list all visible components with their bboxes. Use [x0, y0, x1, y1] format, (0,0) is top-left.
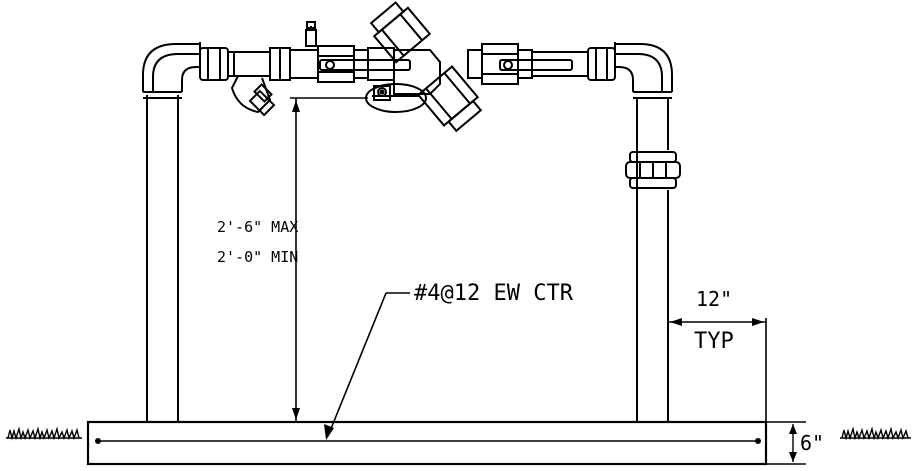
rebar-end-dot: [755, 438, 761, 444]
horizontal-pipe-right: [532, 47, 616, 81]
slab-thickness-dimension: [766, 421, 806, 465]
right-riser-pipe: [633, 91, 672, 422]
height-dimension: [290, 97, 368, 422]
grass-icon: [840, 426, 911, 441]
horizontal-pipe-left: [199, 47, 234, 81]
height-min-label: 2'-0" MIN: [217, 248, 298, 266]
ball-valve-right: [467, 43, 573, 85]
rebar-leader: [324, 292, 410, 440]
slab-thickness-label: 6": [800, 431, 824, 455]
concrete-slab: [86, 420, 768, 466]
test-cock: [305, 29, 317, 47]
rebar-end-dot: [95, 438, 101, 444]
left-riser-pipe: [143, 91, 182, 422]
offset-value-label: 12": [696, 287, 732, 311]
rebar-callout: #4@12 EW CTR: [414, 281, 574, 306]
right-elbow-fitting: [614, 42, 673, 92]
grass-icon: [6, 426, 82, 441]
ball-valve-left: [289, 21, 411, 83]
pipe-union: [625, 151, 681, 189]
wye-strainer: [230, 47, 291, 117]
valve-handle: [319, 59, 411, 71]
left-elbow-fitting: [142, 42, 201, 92]
offset-dimension: [668, 318, 767, 422]
height-max-label: 2'-6" MAX: [217, 218, 298, 236]
offset-note-label: TYP: [694, 329, 734, 354]
valve-handle: [499, 59, 573, 71]
